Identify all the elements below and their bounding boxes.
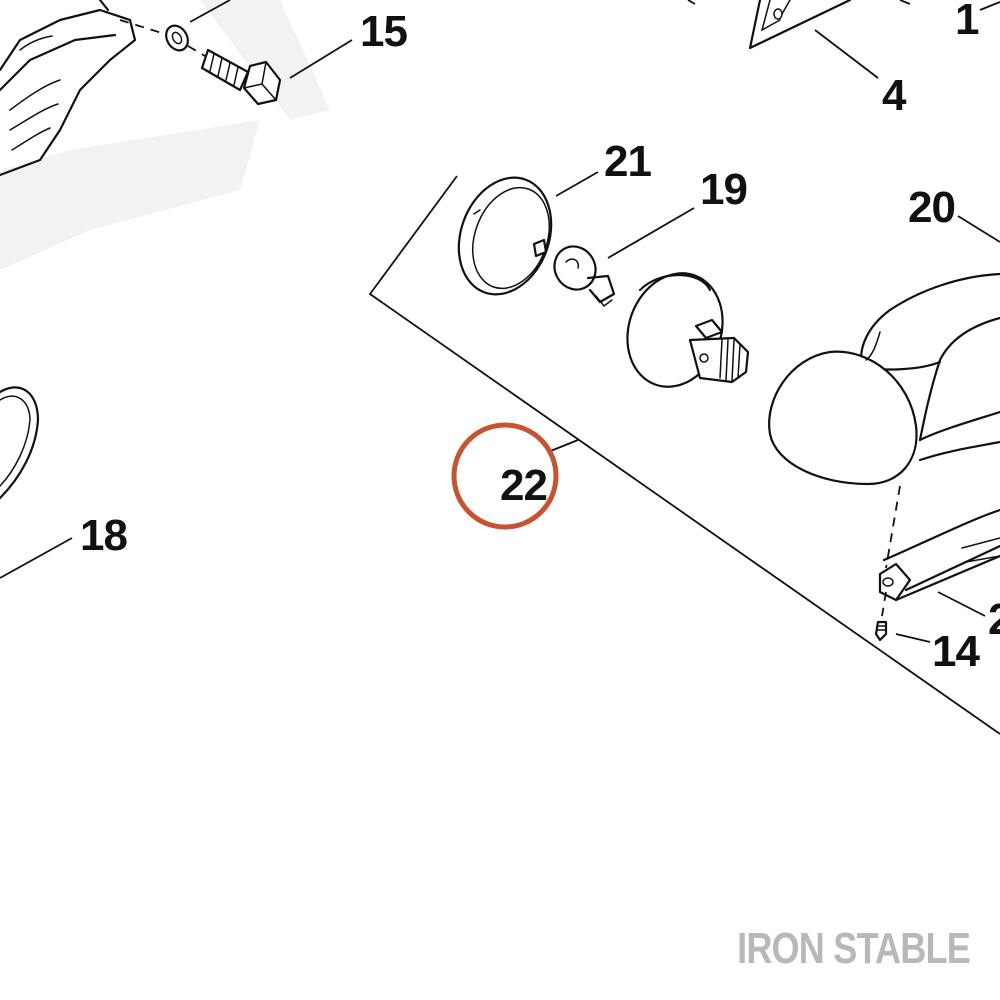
hex-bolt-icon xyxy=(200,48,282,106)
dashed-alignment-line xyxy=(119,19,166,35)
callout-21: 21 xyxy=(604,137,651,186)
leader-line xyxy=(289,39,353,79)
leader-line xyxy=(937,591,986,617)
callout-20: 20 xyxy=(908,183,955,232)
leader-line xyxy=(607,207,695,259)
callout-15: 15 xyxy=(360,7,407,56)
callout-2: 2 xyxy=(988,595,1000,644)
brand-watermark: IRON STABLE xyxy=(737,924,971,973)
mount-base-icon xyxy=(878,508,1000,602)
leader-line xyxy=(899,0,911,5)
dashed-alignment-line xyxy=(187,45,206,57)
callout-14: 14 xyxy=(932,627,980,676)
bracket-icon xyxy=(0,0,137,177)
screw-icon xyxy=(874,620,888,642)
lens-cover-icon xyxy=(457,176,553,296)
plate-icon xyxy=(748,0,852,50)
dashed-alignment-line xyxy=(881,591,887,617)
background-watermark-shape xyxy=(0,0,330,270)
bulb-icon xyxy=(553,245,616,308)
leader-line xyxy=(0,537,73,579)
leader-line xyxy=(895,633,931,643)
turn-signal-icon xyxy=(768,272,1000,486)
dashed-alignment-line xyxy=(885,485,901,569)
leader-line xyxy=(979,1,1000,11)
gasket-icon xyxy=(0,386,40,500)
callout-4: 4 xyxy=(882,71,907,120)
highlight-circle xyxy=(451,422,559,530)
washer-icon xyxy=(165,24,189,52)
callout-18: 18 xyxy=(80,511,127,560)
leader-line xyxy=(814,29,879,79)
leader-line xyxy=(547,439,579,453)
leader-line xyxy=(189,0,231,23)
leader-line xyxy=(957,215,1000,243)
callout-1: 1 xyxy=(955,0,979,44)
leader-line xyxy=(687,0,696,5)
lamp-housing-icon xyxy=(626,272,750,388)
leader-line xyxy=(555,171,599,197)
callout-22: 22 xyxy=(500,461,547,510)
callout-19: 19 xyxy=(700,165,747,214)
group-bracket-line xyxy=(368,175,1000,735)
